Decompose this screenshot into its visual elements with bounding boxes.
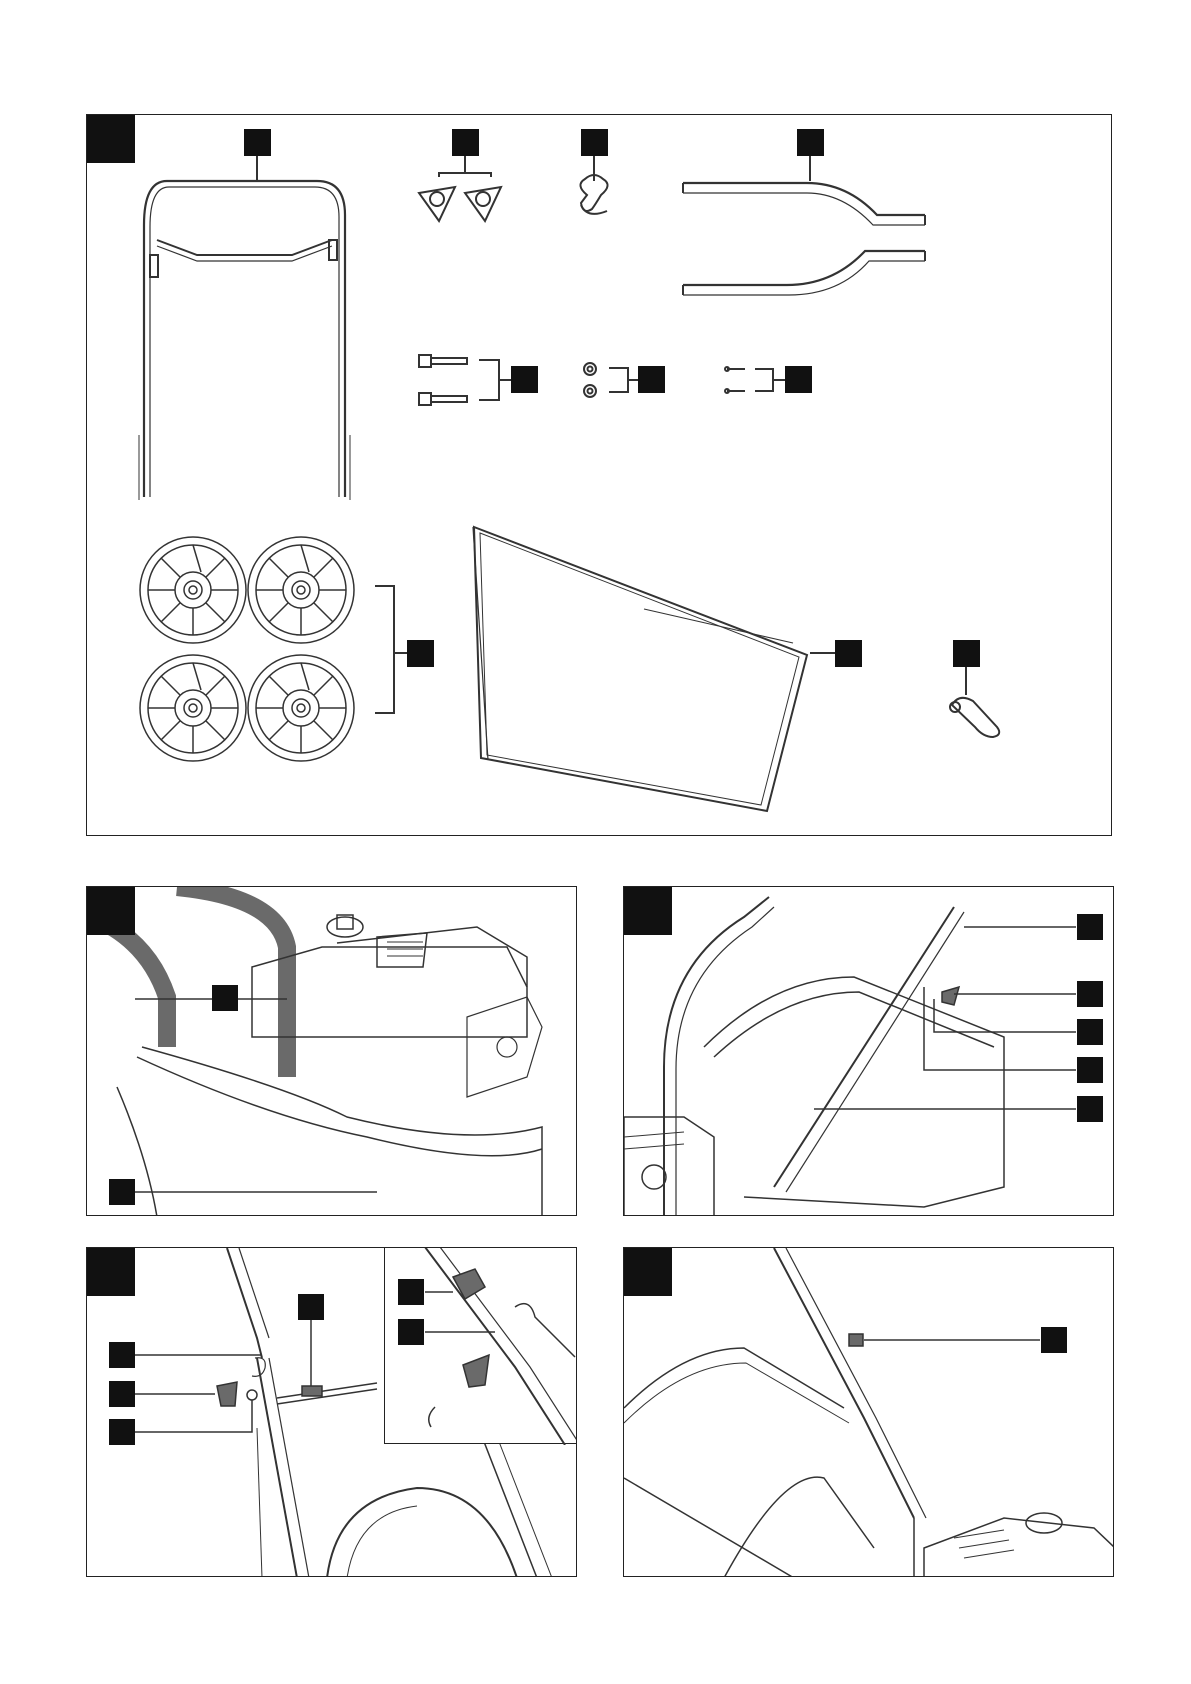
callout-clip (1041, 1327, 1067, 1353)
callout-knob (109, 1381, 135, 1407)
callout-cable-rod (298, 1294, 324, 1320)
figure-3-drawing (624, 887, 1114, 1216)
inset-drawing (385, 1247, 577, 1445)
figure-4-bolt-detail (86, 1247, 577, 1577)
figure-5-cable-clip (623, 1247, 1114, 1577)
figure-2-handle-mounting (86, 886, 577, 1216)
callout-cable-loop (109, 1342, 135, 1368)
figure-5-drawing (624, 1248, 1114, 1577)
figure-5-number-badge (624, 1248, 672, 1296)
callout-washer-4 (109, 1419, 135, 1445)
figure-4-detail-inset (384, 1247, 577, 1444)
callout-screw (109, 1179, 135, 1205)
figure-2-number-badge (87, 887, 135, 935)
figure-3-handle-assembly (623, 886, 1114, 1216)
parts-drawing (87, 115, 1112, 836)
figure-3-number-badge (624, 887, 672, 935)
callout-inset-knob (398, 1279, 424, 1305)
callout-handle-bar (212, 985, 238, 1011)
figure-4-number-badge (87, 1248, 135, 1296)
figure-2-drawing (87, 887, 577, 1216)
callout-washer (1077, 1019, 1103, 1045)
figure-1-parts-overview (86, 114, 1112, 836)
callout-wing-nut (1077, 981, 1103, 1007)
callout-lower-tube (1077, 914, 1103, 940)
callout-inset-clip (398, 1319, 424, 1345)
callout-upper-handle (1077, 1096, 1103, 1122)
callout-bolt (1077, 1057, 1103, 1083)
